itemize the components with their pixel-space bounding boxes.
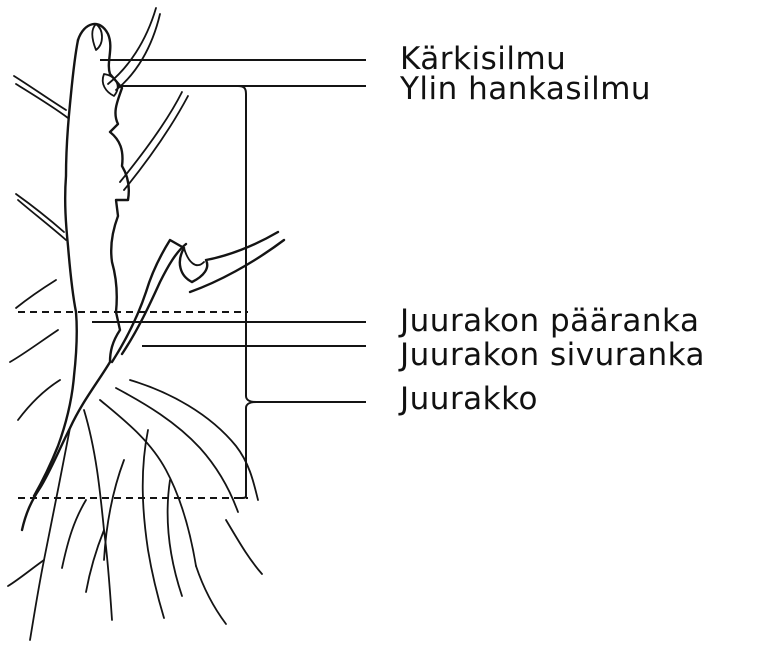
top-axillary-bud-label: Ylin hankasilmu	[400, 74, 651, 105]
plant-drawing	[8, 8, 284, 640]
rhizome-label: Juurakko	[400, 384, 538, 415]
rhizome-side-branch-label: Juurakon sivuranka	[400, 340, 705, 371]
rhizome-main-branch-label: Juurakon pääranka	[400, 306, 699, 337]
